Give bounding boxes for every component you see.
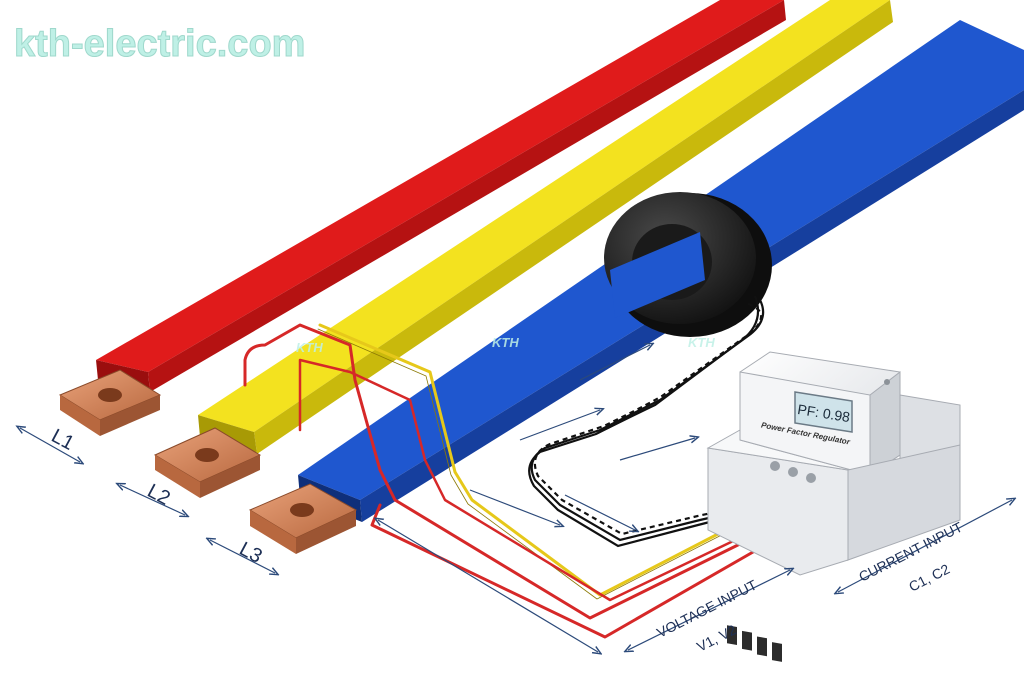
brand-watermarks: KTH KTH KTH	[296, 335, 715, 355]
status-led	[884, 379, 890, 385]
ct-twisted-leads	[528, 295, 765, 548]
label-l3: L3	[236, 538, 266, 568]
brand-mark-1: KTH	[296, 340, 323, 355]
watermark-site-text: kth-electric.com	[14, 23, 305, 65]
brand-mark-3: KTH	[688, 335, 715, 350]
wire-red-l1	[243, 323, 750, 620]
terminal-screw-1	[770, 461, 780, 471]
voltage-input-terminals: V1, V2	[694, 621, 739, 654]
label-l1: L1	[48, 425, 78, 455]
terminal-screw-3	[806, 473, 816, 483]
current-transformer	[604, 192, 772, 337]
busbar-l3-hole	[290, 503, 314, 517]
busbar-l2	[153, 0, 893, 498]
brand-mark-2: KTH	[492, 335, 519, 350]
power-factor-regulator: PF: 0.98 Power Factor Regulator	[706, 351, 961, 662]
lcd-display	[794, 391, 853, 433]
busbar-l1-top	[96, 0, 784, 372]
busbar-l2-hole	[195, 448, 219, 462]
busbar-l1-hole	[98, 388, 122, 402]
voltage-input-label: VOLTAGE INPUT	[654, 576, 760, 640]
label-l2: L2	[144, 480, 174, 510]
terminal-screw-2	[788, 467, 798, 477]
busbar-l2-top	[198, 0, 890, 432]
current-input-terminals: C1, C2	[906, 561, 952, 595]
dimension-lines	[20, 345, 1012, 652]
busbar-l1	[58, 0, 786, 436]
